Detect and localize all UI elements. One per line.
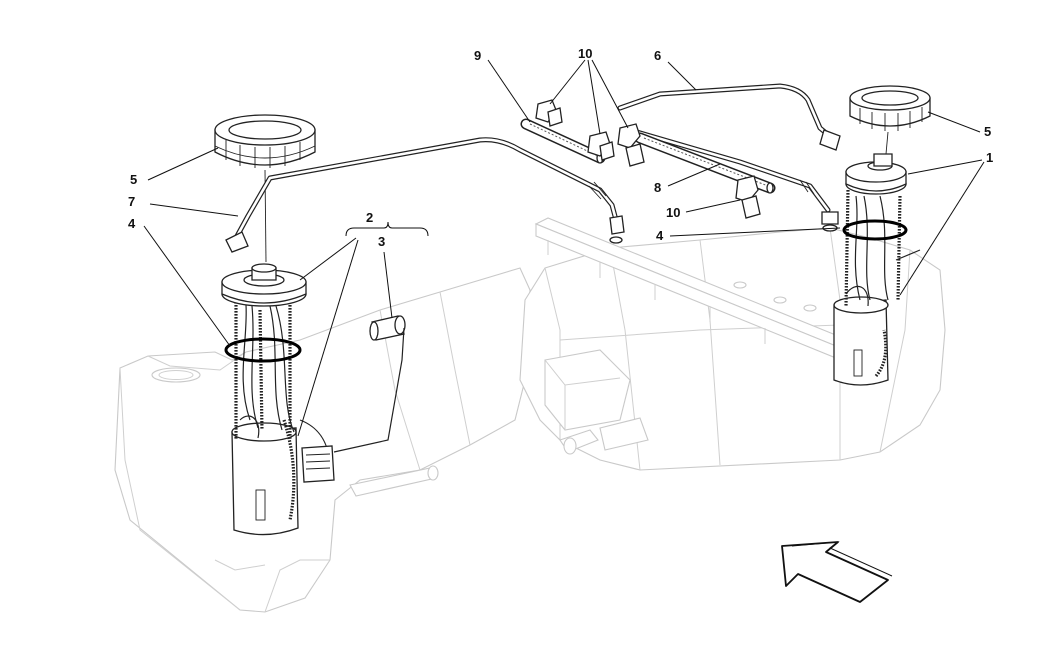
leader-lines bbox=[143, 59, 985, 437]
right-o-ring bbox=[842, 219, 908, 241]
right-locking-ring bbox=[849, 85, 931, 131]
right-assembly-centerline bbox=[885, 131, 889, 155]
callout-4-right: 4 bbox=[656, 228, 664, 243]
left-fuel-pump-assembly bbox=[221, 263, 335, 536]
callout-10-right: 10 bbox=[666, 205, 680, 220]
callout-2: 2 bbox=[366, 210, 373, 225]
callout-5-right: 5 bbox=[984, 124, 991, 139]
callout-6: 6 bbox=[654, 48, 661, 63]
callout-labels: 1 2 3 4 4 5 5 6 7 8 9 10 10 bbox=[128, 46, 993, 249]
callout-8: 8 bbox=[654, 180, 661, 195]
callout-4-left: 4 bbox=[128, 216, 136, 231]
callout-1: 1 bbox=[986, 150, 993, 165]
level-sender-float bbox=[333, 315, 406, 453]
left-fuel-pipe bbox=[225, 137, 625, 253]
callout-5-left: 5 bbox=[130, 172, 137, 187]
callout-3: 3 bbox=[378, 234, 385, 249]
callout-9: 9 bbox=[474, 48, 481, 63]
direction-arrow-icon bbox=[781, 541, 893, 603]
right-fuel-pipe bbox=[617, 83, 841, 232]
callout-7: 7 bbox=[128, 194, 135, 209]
right-fuel-pump-assembly bbox=[833, 153, 921, 386]
left-locking-ring bbox=[214, 114, 316, 168]
hose-clips bbox=[535, 99, 761, 219]
callout-10-top: 10 bbox=[578, 46, 592, 61]
left-o-ring bbox=[224, 337, 302, 363]
